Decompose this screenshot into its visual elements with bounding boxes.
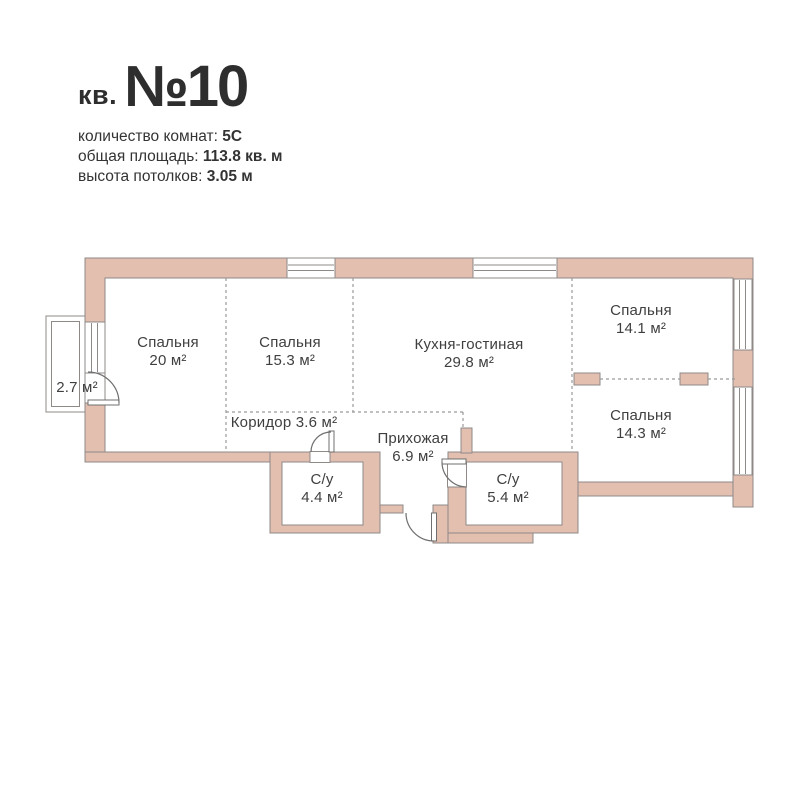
bathroom-2-step (447, 532, 534, 544)
room-name: Прихожая (377, 430, 449, 447)
info-total-area: общая площадь: 113.8 кв. м (78, 147, 283, 167)
room-area: 15.3 м² (264, 352, 316, 369)
apartment-info: количество комнат: 5С общая площадь: 113… (78, 127, 283, 187)
bathroom-2-door-opening (447, 462, 467, 488)
info-total-area-label: общая площадь: (78, 148, 199, 165)
windows (84, 257, 753, 476)
outer-walls (84, 257, 754, 508)
balcony-door-leaf (87, 399, 120, 406)
apartment-number: №10 (124, 54, 249, 119)
room-area: 29.8 м² (443, 354, 495, 371)
info-rooms-value: 5С (222, 128, 243, 145)
apartment-title: кв. №10 (78, 54, 283, 119)
window-balcony (84, 321, 106, 374)
room-area: 20 м² (149, 352, 187, 369)
balcony-outline (45, 315, 86, 413)
room-label-bathroom-1: С/у 4.4 м² (301, 471, 343, 507)
room-name: Кухня-гостиная (414, 336, 524, 353)
info-rooms-label: количество комнат: (78, 128, 218, 145)
room-name: Спальня (610, 407, 672, 424)
walls (84, 257, 754, 544)
entrance-door-swing (405, 512, 435, 542)
info-rooms: количество комнат: 5С (78, 127, 283, 147)
info-ceiling-height: высота потолков: 3.05 м (78, 167, 283, 187)
room-area: 5.4 м² (487, 489, 529, 506)
balcony-door-swing (87, 371, 120, 404)
room-label-kitchen-living: Кухня-гостиная 29.8 м² (415, 336, 524, 372)
entrance-jamb-left (379, 504, 404, 514)
window-top-2 (472, 257, 558, 279)
header: кв. №10 количество комнат: 5С общая площ… (78, 54, 283, 187)
bathroom-1-door-opening (309, 451, 331, 463)
room-area: 6.9 м² (392, 448, 434, 465)
room-area: 14.3 м² (615, 425, 667, 442)
bottom-wall-right (577, 481, 754, 497)
room-area: 4.4 м² (301, 489, 343, 506)
room-name: С/у (496, 471, 520, 488)
room-label-hallway: Прихожая 6.9 м² (377, 430, 448, 466)
bathroom-1-walls (269, 451, 381, 534)
balcony-door (84, 371, 120, 406)
room-label-corridor: Коридор 3.6 м² (230, 414, 338, 431)
room-area: 14.1 м² (615, 320, 667, 337)
room-label-bathroom-2: С/у 5.4 м² (487, 471, 529, 507)
bottom-wall-left (84, 451, 271, 463)
info-total-area-value: 113.8 кв. м (202, 148, 283, 165)
room-label-bedroom-4: Спальня 14.3 м² (610, 407, 672, 443)
window-right-2 (733, 386, 753, 476)
bathroom-2-door-swing (441, 461, 467, 488)
room-label-balcony: 2.7 м² (56, 379, 98, 396)
entrance-door-leaf (431, 512, 437, 542)
room-name: Спальня (610, 302, 672, 319)
bathroom-1-door-leaf (328, 430, 335, 453)
room-name: Спальня (259, 334, 321, 351)
room-name: Спальня (137, 334, 199, 351)
bathroom-1-door (309, 430, 335, 463)
room-label-bedroom-3: Спальня 14.1 м² (610, 302, 672, 338)
corner-column (732, 474, 754, 508)
bathroom-2-door-leaf (441, 458, 467, 465)
room-label-bedroom-2: Спальня 15.3 м² (259, 334, 321, 370)
doors (84, 371, 467, 542)
window-right-1 (733, 278, 753, 351)
apartment-prefix: кв. (78, 80, 118, 110)
divider-stub-left (573, 372, 601, 386)
hallway-wall-stub (460, 427, 473, 454)
divider-stub-right (679, 372, 709, 386)
window-top-1 (286, 257, 336, 279)
room-name: С/у (310, 471, 334, 488)
entrance-door (405, 512, 437, 542)
info-ceiling-height-label: высота потолков: (78, 168, 203, 185)
info-ceiling-height-value: 3.05 м (206, 168, 253, 185)
bathroom-2-door (441, 458, 467, 488)
partition-dashed-lines (225, 278, 735, 452)
room-label-bedroom-1: Спальня 20 м² (137, 334, 199, 370)
bathroom-1-door-swing (310, 431, 332, 453)
